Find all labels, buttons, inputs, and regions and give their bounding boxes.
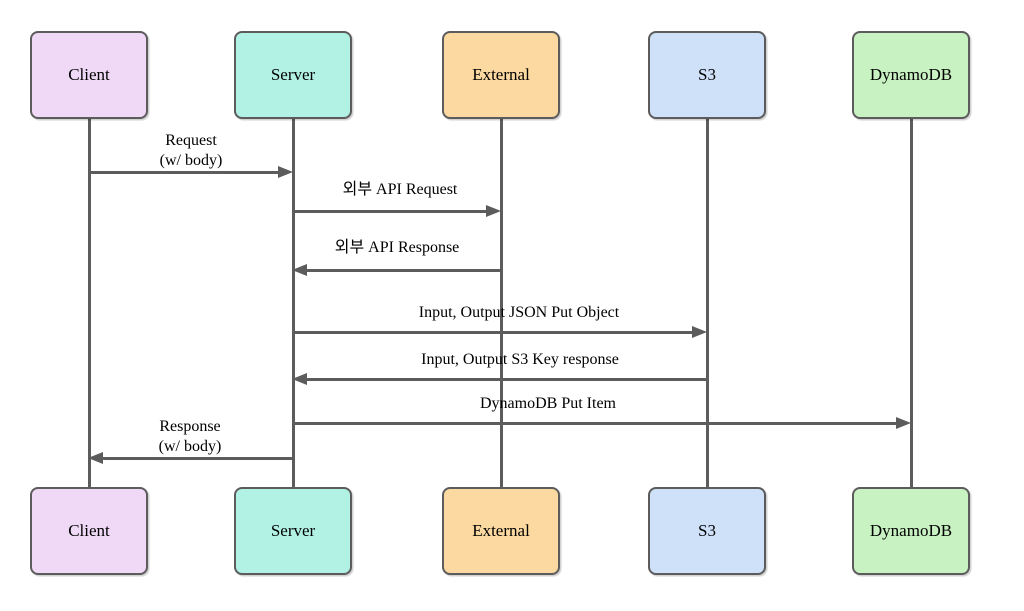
lifeline-server (291, 118, 295, 487)
actor-box-bottom-client: Client (30, 487, 148, 575)
lifeline-client (87, 118, 91, 487)
actor-box-top-s3: S3 (648, 31, 766, 119)
message-label-7: Response (w/ body) (158, 418, 222, 455)
actor-box-top-server: Server (234, 31, 352, 119)
message-arrowhead-2 (486, 205, 501, 217)
lifeline-dynamodb (909, 118, 913, 487)
message-label-6: DynamoDB Put Item (480, 395, 616, 412)
message-label-3: 외부 API Response (334, 239, 460, 256)
actor-box-bottom-dynamodb: DynamoDB (852, 487, 970, 575)
actor-box-top-client: Client (30, 31, 148, 119)
message-label-5: Input, Output S3 Key response (421, 351, 619, 368)
message-label-1: Request (w/ body) (159, 132, 223, 169)
message-arrowhead-7 (88, 452, 103, 464)
actor-box-bottom-server: Server (234, 487, 352, 575)
actor-box-top-dynamodb: DynamoDB (852, 31, 970, 119)
message-line-6 (293, 421, 898, 425)
message-arrowhead-1 (278, 166, 293, 178)
lifeline-s3 (705, 118, 709, 487)
message-label-4: Input, Output JSON Put Object (418, 304, 620, 321)
message-line-5 (306, 377, 707, 381)
message-line-1 (89, 170, 280, 174)
message-arrowhead-6 (896, 417, 911, 429)
message-arrowhead-5 (292, 373, 307, 385)
message-line-4 (293, 330, 694, 334)
actor-box-top-external: External (442, 31, 560, 119)
message-arrowhead-3 (292, 264, 307, 276)
message-label-2: 외부 API Request (342, 181, 458, 198)
message-arrowhead-4 (692, 326, 707, 338)
actor-box-bottom-external: External (442, 487, 560, 575)
message-line-3 (306, 268, 501, 272)
lifeline-external (499, 118, 503, 487)
actor-box-bottom-s3: S3 (648, 487, 766, 575)
message-line-7 (102, 456, 293, 460)
message-line-2 (293, 209, 488, 213)
